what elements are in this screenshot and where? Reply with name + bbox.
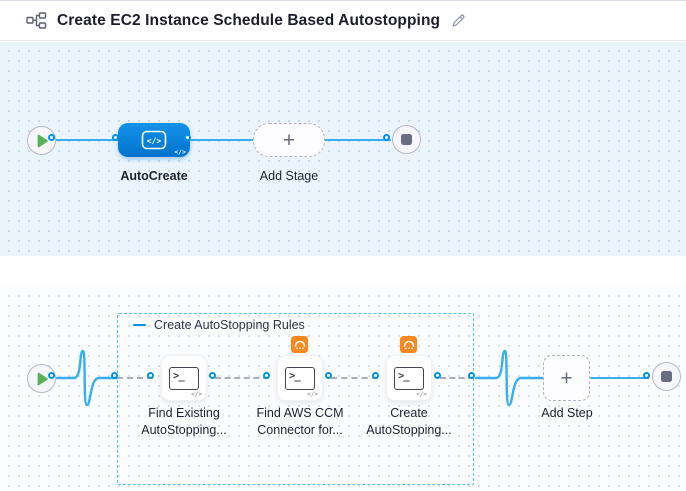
add-step-label: Add Step [541,406,593,420]
port [209,372,216,379]
code-badge-icon: </> [191,391,202,398]
port [147,372,154,379]
play-icon [37,134,48,147]
dashed-edge [331,377,378,379]
step-label: Find AWS CCM Connector for... [256,406,344,437]
edge [323,139,391,141]
port [111,372,118,379]
step-group-header: Create AutoStopping Rules [133,318,305,332]
port [184,134,191,141]
play-icon [37,372,48,385]
step-node-find-existing[interactable]: >_ </> [161,355,207,401]
aws-ccm-gauge-icon [400,336,417,353]
header: Create EC2 Instance Schedule Based Autos… [0,0,686,41]
stage-node-autocreate[interactable]: </> </> [118,123,190,157]
page-title: Create EC2 Instance Schedule Based Autos… [57,11,441,29]
add-stage-label: Add Stage [259,169,319,183]
step-group-box [117,313,474,485]
step-node-create-autostopping[interactable]: >_ </> [386,355,432,401]
port [643,372,650,379]
step-group-label: Create AutoStopping Rules [154,318,305,332]
terminal-icon: >_ [169,366,199,390]
step-label: Create AutoStopping... [366,406,452,437]
port [48,134,55,141]
pipeline-graph-icon [26,12,47,29]
plus-icon: + [282,128,296,152]
stop-icon [401,134,412,145]
minus-icon [133,324,146,326]
terminal-icon: >_ [285,366,315,390]
plus-icon: + [560,366,573,390]
terminal-icon: >_ [394,366,424,390]
port [468,372,475,379]
stage-canvas[interactable]: </> </> AutoCreate + Add Stage [0,42,686,256]
dashed-edge [215,377,269,379]
step-label: Find Existing AutoStopping... [141,406,227,437]
port [325,372,332,379]
stop-icon [661,371,672,382]
pipeline-end-node[interactable] [392,125,421,154]
execution-end-node[interactable] [652,362,681,391]
dashed-edge [117,377,153,379]
edge [590,377,649,379]
svg-text:</>: </> [147,137,162,146]
dashed-edge [440,377,474,379]
port [48,372,55,379]
port [434,372,441,379]
code-badge-icon: </> [174,148,186,156]
link-squiggle [56,349,118,407]
code-badge-icon: </> [307,391,318,398]
custom-stage-code-icon: </> [141,130,167,150]
edge [52,139,120,141]
edit-pencil-icon[interactable] [451,13,466,28]
edge [188,139,255,141]
code-badge-icon: </> [416,391,427,398]
aws-ccm-gauge-icon [291,336,308,353]
port [112,134,119,141]
link-squiggle [475,349,543,407]
add-step-button[interactable]: + [543,355,590,401]
port [372,372,379,379]
collapse-group-button[interactable] [133,319,146,332]
port [383,134,390,141]
step-canvas[interactable]: Create AutoStopping Rules >_ </> Find Ex… [0,287,686,491]
port [263,372,270,379]
stage-label: AutoCreate [120,169,188,183]
step-node-find-aws-ccm-connector[interactable]: >_ </> [277,355,323,401]
add-stage-button[interactable]: + [253,123,325,157]
